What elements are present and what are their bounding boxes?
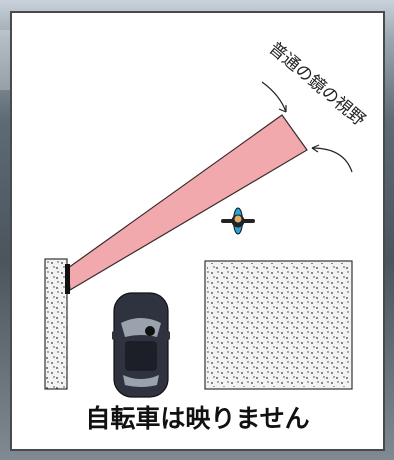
caption: 自転車は映りません xyxy=(85,404,310,433)
car-top-view-icon xyxy=(112,292,170,398)
view-boundary-arrows xyxy=(261,81,353,173)
convex-mirror-icon xyxy=(65,264,70,294)
bicycle-top-view-icon xyxy=(221,207,255,235)
left-wall xyxy=(44,258,68,390)
right-building xyxy=(204,260,353,390)
